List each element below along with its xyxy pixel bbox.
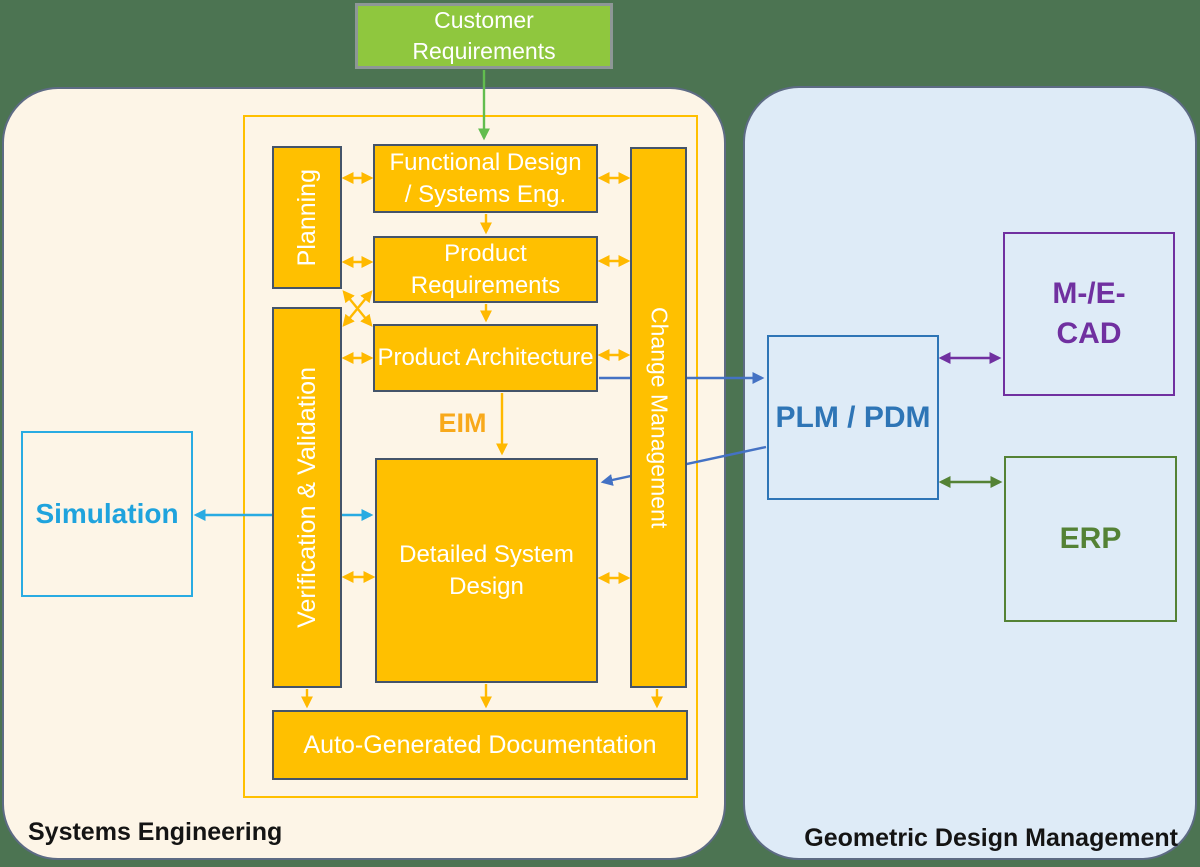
node-verification-validation: Verification & Validation	[272, 307, 342, 688]
simulation-label: Simulation	[35, 498, 179, 529]
node-planning: Planning	[272, 146, 342, 289]
node-product-requirements: Product Requirements	[373, 236, 598, 303]
node-functional-design: Functional Design / Systems Eng.	[373, 144, 598, 213]
geometric-design-management-panel-label: Geometric Design Management	[804, 824, 1178, 852]
plm-pdm-label: PLM / PDM	[775, 400, 931, 434]
functional-design-label: Functional Design / Systems Eng.	[389, 149, 582, 208]
node-customer-requirements: Customer Requirements	[355, 3, 613, 69]
auto-generated-documentation-label: Auto-Generated Documentation	[303, 730, 657, 759]
node-auto-generated-documentation: Auto-Generated Documentation	[272, 710, 688, 780]
mecad-label: M-/E- CAD	[1052, 276, 1126, 351]
verification-validation-label: Verification & Validation	[292, 367, 321, 628]
change-management-label: Change Management	[646, 306, 673, 529]
detailed-system-design-label: Detailed System Design	[399, 541, 574, 600]
product-architecture-label: Product Architecture	[377, 344, 594, 372]
node-plm-pdm: PLM / PDM	[767, 335, 939, 500]
systems-engineering-panel-label: Systems Engineering	[28, 818, 283, 846]
node-product-architecture: Product Architecture	[373, 324, 598, 392]
node-change-management: Change Management	[630, 147, 687, 688]
eim-label: EIM	[438, 408, 487, 438]
customer-requirements-label: Customer Requirements	[412, 6, 556, 64]
node-mecad: M-/E- CAD	[1003, 232, 1175, 396]
planning-label: Planning	[292, 168, 321, 267]
product-requirements-label: Product Requirements	[410, 240, 561, 299]
node-erp: ERP	[1004, 456, 1177, 622]
node-detailed-system-design: Detailed System Design	[375, 458, 598, 683]
erp-label: ERP	[1059, 522, 1122, 555]
node-simulation: Simulation	[21, 431, 193, 597]
